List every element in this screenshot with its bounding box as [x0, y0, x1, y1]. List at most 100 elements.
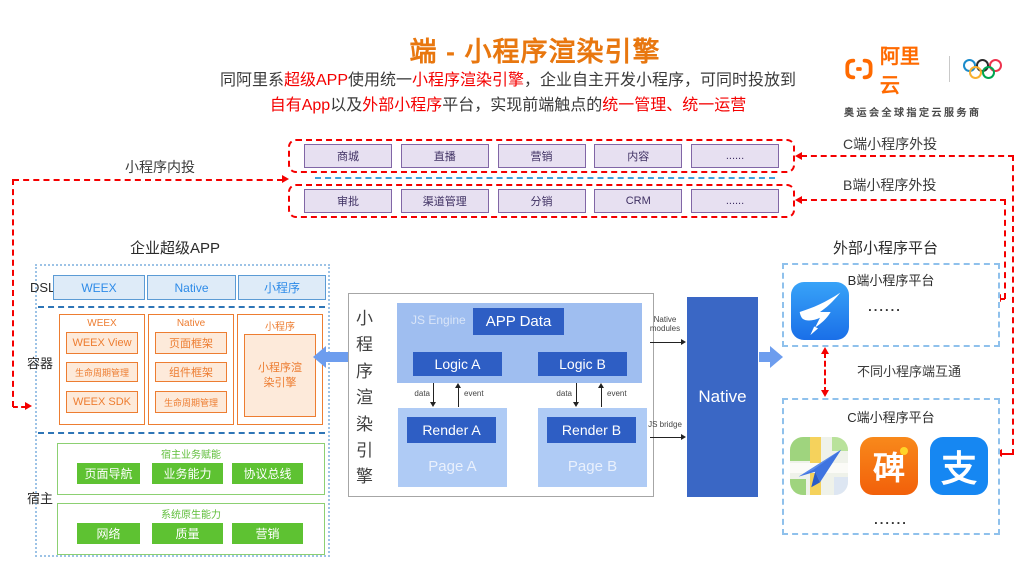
b-external-arrowhead: [795, 196, 802, 204]
dsl-item-miniapp: 小程序: [238, 275, 326, 300]
weex-view-box: WEEX View: [66, 332, 138, 354]
amap-icon: [790, 437, 848, 495]
network-box: 网络: [77, 523, 140, 544]
b-external-line: [1000, 298, 1005, 300]
internal-flow-label: 小程序内投: [125, 159, 195, 175]
b-row-item: 渠道管理: [400, 189, 489, 213]
interop-arrowhead-down: [821, 390, 829, 397]
subtitle-line2: 自有App以及外部小程序平台，实现前端触点的统一管理、统一运营: [269, 97, 747, 114]
data-arrow-a: [433, 383, 434, 402]
dsl-item-native: Native: [147, 275, 236, 300]
native-lifecycle-box: 生命周期管理: [155, 391, 227, 413]
interop-label: 不同小程序端互通: [857, 364, 962, 379]
b-row-item: 分销: [497, 189, 586, 213]
c-external-line: [1012, 155, 1014, 455]
olympic-rings-icon: [962, 57, 1004, 81]
native-to-external-arrow: [759, 352, 771, 362]
subtitle-line1: 同阿里系超级APP使用统一小程序渲染引擎，企业自主开发小程序，可同时投放到: [219, 72, 797, 89]
event-arrowhead-b: [598, 383, 604, 388]
b-external-line: [1004, 199, 1006, 299]
alibaba-bracket-icon: [845, 58, 873, 80]
page-a-container: Render A Page A: [398, 408, 507, 487]
alibaba-cloud-logo: 阿里云 奥运会全球指定云服务商: [844, 40, 1004, 119]
b-apps-row: 审批 渠道管理 分销 CRM ......: [288, 184, 795, 218]
page-b-label: Page B: [567, 458, 618, 475]
container-label: 容器: [27, 356, 54, 371]
b-row-item-more: ......: [691, 189, 779, 213]
engine-to-superapp-arrow: [313, 346, 326, 368]
c-row-item: 商城: [304, 144, 392, 168]
c-row-item: 直播: [400, 144, 489, 168]
internal-flow-arrowhead: [25, 402, 32, 410]
panel-divider: [38, 306, 325, 308]
js-bridge-arrowhead: [681, 433, 686, 440]
c-external-flow-label: C端小程序外投: [843, 136, 938, 152]
native-column-header: Native: [176, 318, 206, 329]
weex-column-header: WEEX: [87, 318, 117, 329]
alipay-icon: 支: [930, 437, 988, 495]
row-separator-line: [315, 177, 775, 179]
event-arrow-b: [601, 388, 602, 407]
component-frame-box: 组件框架: [155, 362, 227, 382]
external-platform-heading: 外部小程序平台: [833, 240, 939, 257]
page-nav-box: 页面导航: [77, 463, 140, 484]
event-arrowhead-a: [455, 383, 461, 388]
b-external-line: [801, 199, 1006, 201]
internal-flow-line: [13, 406, 26, 408]
engine-to-superapp-arrow: [325, 352, 348, 362]
c-row-item: 内容: [594, 144, 683, 168]
c-row-item: 营销: [497, 144, 586, 168]
dsl-item-weex: WEEX: [53, 275, 145, 300]
page-b-container: Render B Page B: [538, 408, 647, 487]
js-engine-label: JS Engine: [411, 313, 466, 327]
js-bridge-label: JS bridge: [648, 420, 682, 429]
b-external-flow-label: B端小程序外投: [843, 177, 937, 193]
b-platform-more: ......: [868, 299, 902, 314]
c-external-line: [1001, 453, 1013, 455]
alibaba-cloud-wordmark: 阿里云: [879, 46, 920, 97]
b-platform-title: B端小程序平台: [847, 273, 935, 288]
data-arrowhead-b: [573, 402, 579, 407]
page-a-label: Page A: [428, 458, 477, 475]
miniapp-render-engine-box: 小程序渲染引擎: [244, 334, 316, 417]
render-a-box: Render A: [407, 417, 496, 443]
protocol-bus-box: 协议总线: [232, 463, 303, 484]
b-row-item: CRM: [594, 189, 683, 213]
koubei-icon: 碑: [860, 437, 918, 495]
weex-sdk-box: WEEX SDK: [66, 391, 138, 413]
biz-capability-box: 业务能力: [152, 463, 223, 484]
c-external-line: [801, 155, 1014, 157]
native-modules-arrow: [650, 342, 682, 343]
event-arrow-a: [458, 388, 459, 407]
logic-a-box: Logic A: [413, 352, 502, 376]
logo-tagline: 奥运会全球指定云服务商: [844, 108, 982, 119]
c-apps-row: 商城 直播 营销 内容 ......: [288, 139, 795, 173]
data-arrow-b: [576, 383, 577, 402]
page-frame-box: 页面框架: [155, 332, 227, 354]
miniapp-column-header: 小程序: [265, 322, 295, 333]
marketing-box: 营销: [232, 523, 303, 544]
host-label: 宿主: [27, 491, 54, 506]
quality-box: 质量: [152, 523, 223, 544]
internal-flow-arrowhead: [282, 175, 289, 183]
c-platform-more: ......: [874, 512, 908, 527]
interop-arrowhead-up: [821, 347, 829, 354]
native-modules-arrowhead: [681, 338, 686, 345]
native-bar: Native: [687, 297, 758, 497]
c-platform-title: C端小程序平台: [847, 410, 935, 425]
c-external-arrowhead: [795, 152, 802, 160]
data-label-b: data: [556, 389, 572, 398]
render-b-box: Render B: [547, 417, 636, 443]
data-arrowhead-a: [430, 402, 436, 407]
page-title: 端 - 小程序渲染引擎: [409, 37, 661, 67]
b-row-item: 审批: [304, 189, 392, 213]
native-modules-label: Native modules: [649, 315, 681, 333]
system-native-header: 系统原生能力: [161, 510, 221, 521]
render-engine-vertical-title: 小程序渲染引擎: [356, 309, 373, 487]
super-app-heading: 企业超级APP: [130, 240, 221, 257]
dsl-label: DSL: [30, 280, 56, 295]
js-bridge-arrow: [650, 437, 682, 438]
c-row-item-more: ......: [691, 144, 779, 168]
interop-arrow-line: [824, 352, 826, 393]
